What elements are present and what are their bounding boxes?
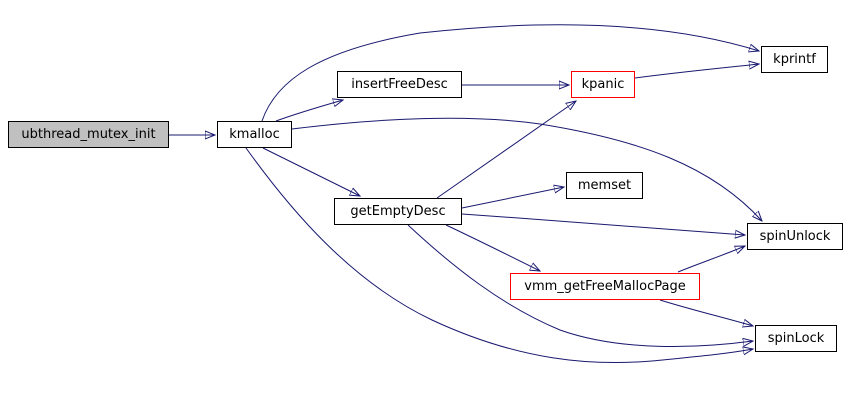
edge-getEmptyDesc-to-kpanic bbox=[436, 101, 576, 199]
edge-kmalloc-to-insertFreeDesc bbox=[275, 100, 343, 122]
edge-kpanic-to-kprintf bbox=[634, 64, 759, 79]
edge-vmm_getFreeMallocPage-to-spinUnlock bbox=[677, 246, 745, 273]
edge-getEmptyDesc-to-vmm_getFreeMallocPage bbox=[445, 224, 540, 271]
node-ubthread_mutex_init[interactable]: ubthread_mutex_init bbox=[8, 121, 169, 148]
node-vmm_getFreeMallocPage[interactable]: vmm_getFreeMallocPage bbox=[510, 273, 700, 300]
node-kmalloc[interactable]: kmalloc bbox=[217, 121, 292, 148]
node-insertFreeDesc[interactable]: insertFreeDesc bbox=[337, 71, 462, 98]
node-kpanic[interactable]: kpanic bbox=[571, 71, 635, 98]
edge-vmm_getFreeMallocPage-to-spinLock bbox=[659, 299, 753, 326]
edge-kmalloc-to-spinUnlock bbox=[291, 117, 762, 221]
edge-getEmptyDesc-to-spinUnlock bbox=[461, 213, 745, 235]
node-spinLock[interactable]: spinLock bbox=[755, 325, 837, 352]
node-memset[interactable]: memset bbox=[566, 172, 643, 199]
edge-kmalloc-to-kprintf bbox=[261, 24, 759, 122]
edge-kmalloc-to-spinLock bbox=[245, 147, 753, 364]
edge-getEmptyDesc-to-spinLock bbox=[407, 224, 753, 348]
edge-getEmptyDesc-to-memset bbox=[461, 187, 564, 209]
edge-kmalloc-to-getEmptyDesc bbox=[262, 147, 360, 196]
node-kprintf[interactable]: kprintf bbox=[761, 46, 828, 73]
node-spinUnlock[interactable]: spinUnlock bbox=[747, 223, 843, 250]
node-getEmptyDesc[interactable]: getEmptyDesc bbox=[334, 198, 462, 225]
